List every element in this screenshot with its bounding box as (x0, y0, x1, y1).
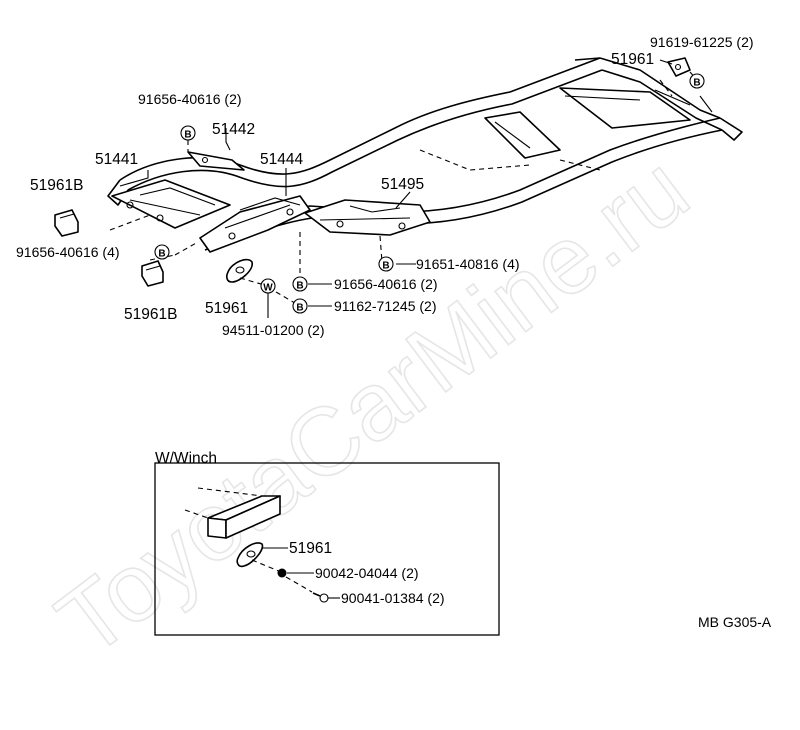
skid-plate-51441 (111, 179, 231, 229)
inset-label-90041-01384: 90041-01384 (2) (341, 590, 445, 606)
bolt-symbol-left: B (154, 244, 170, 260)
svg-text:B: B (382, 261, 389, 272)
bolt-symbol-rear: B (689, 73, 705, 89)
label-94511-01200: 94511-01200 (2) (222, 322, 324, 338)
label-91656-40616-mid: 91656-40616 (2) (334, 276, 438, 292)
label-51961-mid: 51961 (205, 300, 248, 317)
label-91656-40616-top: 91656-40616 (2) (138, 91, 242, 107)
svg-text:B: B (296, 303, 303, 314)
label-51961B-lower: 51961B (124, 306, 177, 323)
cushion-51961B-lower (141, 260, 164, 287)
inset-winch: W/Winch 51961 90042-04044 (2) 90041-0138… (154, 450, 500, 636)
label-91162-71245: 91162-71245 (2) (334, 298, 436, 314)
svg-text:B: B (184, 130, 191, 141)
leader-lines (119, 59, 698, 307)
inset-label-90042-04044: 90042-04044 (2) (315, 565, 419, 581)
label-51495: 51495 (381, 176, 424, 193)
diagram-code: MB G305-A (698, 614, 772, 630)
label-91619-61225: 91619-61225 (2) (650, 34, 754, 50)
label-51441: 51441 (95, 151, 138, 168)
label-51444: 51444 (260, 151, 303, 168)
bolt-symbol-91162: B (292, 298, 308, 314)
bolt-symbol-mid: B (292, 276, 308, 292)
skid-plate-51495 (304, 199, 431, 236)
label-51961-top: 51961 (611, 51, 654, 68)
label-51961B-upper: 51961B (30, 177, 83, 194)
cushion-51961B-upper (54, 209, 79, 237)
bracket-51961-top (667, 57, 691, 77)
washer-51961-mid (226, 258, 253, 283)
inset-label-51961: 51961 (289, 540, 332, 557)
crossmember-51444 (199, 195, 311, 253)
bolt-symbol-91651: B (378, 256, 394, 272)
inset-title: W/Winch (155, 450, 217, 467)
svg-text:B: B (693, 78, 700, 89)
svg-text:B: B (158, 249, 165, 260)
svg-text:B: B (296, 281, 303, 292)
label-51442: 51442 (212, 121, 255, 138)
washer-symbol: W (260, 278, 276, 318)
svg-text:W: W (263, 283, 273, 294)
bracket-51442 (187, 151, 245, 171)
label-91651-40816: 91651-40816 (4) (416, 256, 520, 272)
label-91656-40616-left: 91656-40616 (4) (16, 244, 120, 260)
bolt-symbol-top: B (180, 125, 196, 141)
